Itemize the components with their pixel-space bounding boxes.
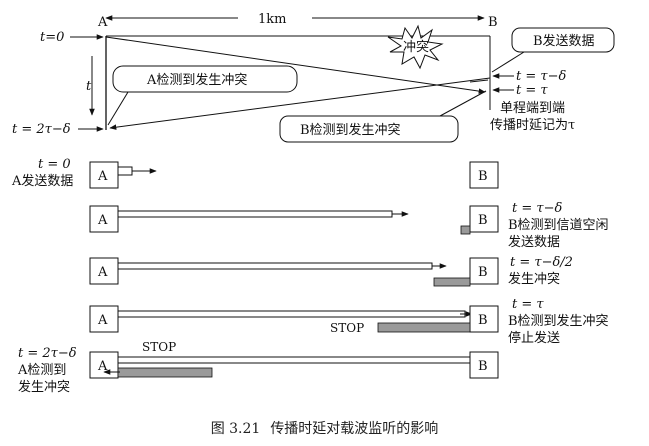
row3-a-signal-bar <box>117 262 433 270</box>
b-tick <box>469 79 489 83</box>
b-detect-callout-text: B检测到发生冲突 <box>300 122 401 138</box>
row4-node-a <box>89 305 119 333</box>
row5-node-b <box>469 351 499 379</box>
row4-b-signal-bar <box>377 322 471 333</box>
row5-a-signal-bar <box>117 356 471 364</box>
collision-label: 冲突 <box>403 39 429 55</box>
row2-time-label: t = τ−δ <box>512 201 562 216</box>
row-1: t = 0 A发送数据 A B <box>11 157 499 189</box>
timing-diagram: A B 1km t=0 t t = 2τ−δ 冲突 B发送数据 t <box>12 12 615 143</box>
row5-node-a-label: A <box>97 359 108 374</box>
row2-node-b-label: B <box>478 213 488 228</box>
row5-node-b-label: B <box>478 359 488 374</box>
timing-node-b-label: B <box>488 15 498 30</box>
row5-time-label: t = 2τ−δ <box>18 346 77 361</box>
row2-b-signal-bar <box>460 225 471 235</box>
caption-title: 传播时延对载波监听的影响 <box>270 421 439 437</box>
row3-time-label: t = τ−δ/2 <box>510 255 573 270</box>
row1-node-a-label: A <box>97 169 108 184</box>
row-4: A B STOP t = τ B检测到发生冲突 停止发送 <box>89 297 609 346</box>
row1-event-label: A发送数据 <box>11 173 73 189</box>
row2-a-signal-bar <box>117 210 393 218</box>
row3-node-b <box>469 257 499 285</box>
figure-caption: 图 3.21 传播时延对载波监听的影响 <box>0 418 649 438</box>
row-2: A B t = τ−δ B检测到信道空闲 发送数据 <box>89 201 609 250</box>
delay-note-line1: 单程端到端 <box>500 101 565 116</box>
row5-event-label: A检测到 <box>17 363 66 378</box>
row2-event-label: B检测到信道空闲 <box>508 218 609 233</box>
row4-stop-label: STOP <box>330 321 364 335</box>
row4-event-label: B检测到发生冲突 <box>508 313 609 329</box>
timing-node-a-label: A <box>97 15 108 30</box>
row5-stop-label: STOP <box>142 340 176 354</box>
row3-node-a <box>89 257 119 285</box>
row1-node-b <box>469 161 499 189</box>
b-send-callout-pointer <box>491 51 525 73</box>
row2-node-a-label: A <box>97 213 108 228</box>
t-zero-label: t=0 <box>40 30 64 45</box>
row3-event-label: 发生冲突 <box>508 271 560 287</box>
t-b-send-label: t = τ−δ <box>516 69 566 84</box>
b-send-callout-box <box>511 27 615 53</box>
t-axis-label: t <box>86 79 92 94</box>
row4-time-label: t = τ <box>512 297 544 312</box>
row1-node-a <box>89 161 119 189</box>
row4-event-label-2: 停止发送 <box>508 330 560 346</box>
distance-label: 1km <box>258 12 286 27</box>
collision-burst-icon <box>387 24 444 70</box>
row3-b-signal-bar <box>433 277 471 287</box>
a-detect-callout-pointer <box>107 91 129 126</box>
caption-number: 图 3.21 <box>210 421 261 437</box>
row5-b-signal-bar <box>117 367 213 378</box>
t-tau-label: t = τ <box>516 83 548 98</box>
row5-event-label-2: 发生冲突 <box>18 379 70 395</box>
signal-a-to-b <box>105 36 486 94</box>
t-end-a-label: t = 2τ−δ <box>12 122 71 137</box>
signal-b-to-a <box>109 77 491 130</box>
row4-node-a-label: A <box>97 313 108 328</box>
row4-node-b <box>469 305 499 333</box>
row1-signal-segment <box>117 166 133 176</box>
row4-node-b-label: B <box>478 313 488 328</box>
delay-note-line2: 传播时延记为τ <box>490 118 575 133</box>
row-3: A B t = τ−δ/2 发生冲突 <box>89 255 573 287</box>
row1-node-b-label: B <box>478 169 488 184</box>
row2-event-label-2: 发送数据 <box>508 234 560 250</box>
row2-node-b <box>469 205 499 233</box>
a-detect-callout-text: A检测到发生冲突 <box>146 72 247 88</box>
row3-node-a-label: A <box>97 265 108 280</box>
row1-time-label: t = 0 <box>38 157 71 172</box>
b-detect-callout-box <box>279 115 459 143</box>
row2-node-a <box>89 205 119 233</box>
row4-a-signal-bar <box>117 310 466 318</box>
a-detect-callout-box <box>112 65 298 93</box>
row-5: t = 2τ−δ A检测到 发生冲突 A STOP B <box>17 340 499 395</box>
row3-node-b-label: B <box>478 265 488 280</box>
b-send-callout-text: B发送数据 <box>533 33 595 49</box>
b-detect-callout-pointer <box>439 90 487 117</box>
